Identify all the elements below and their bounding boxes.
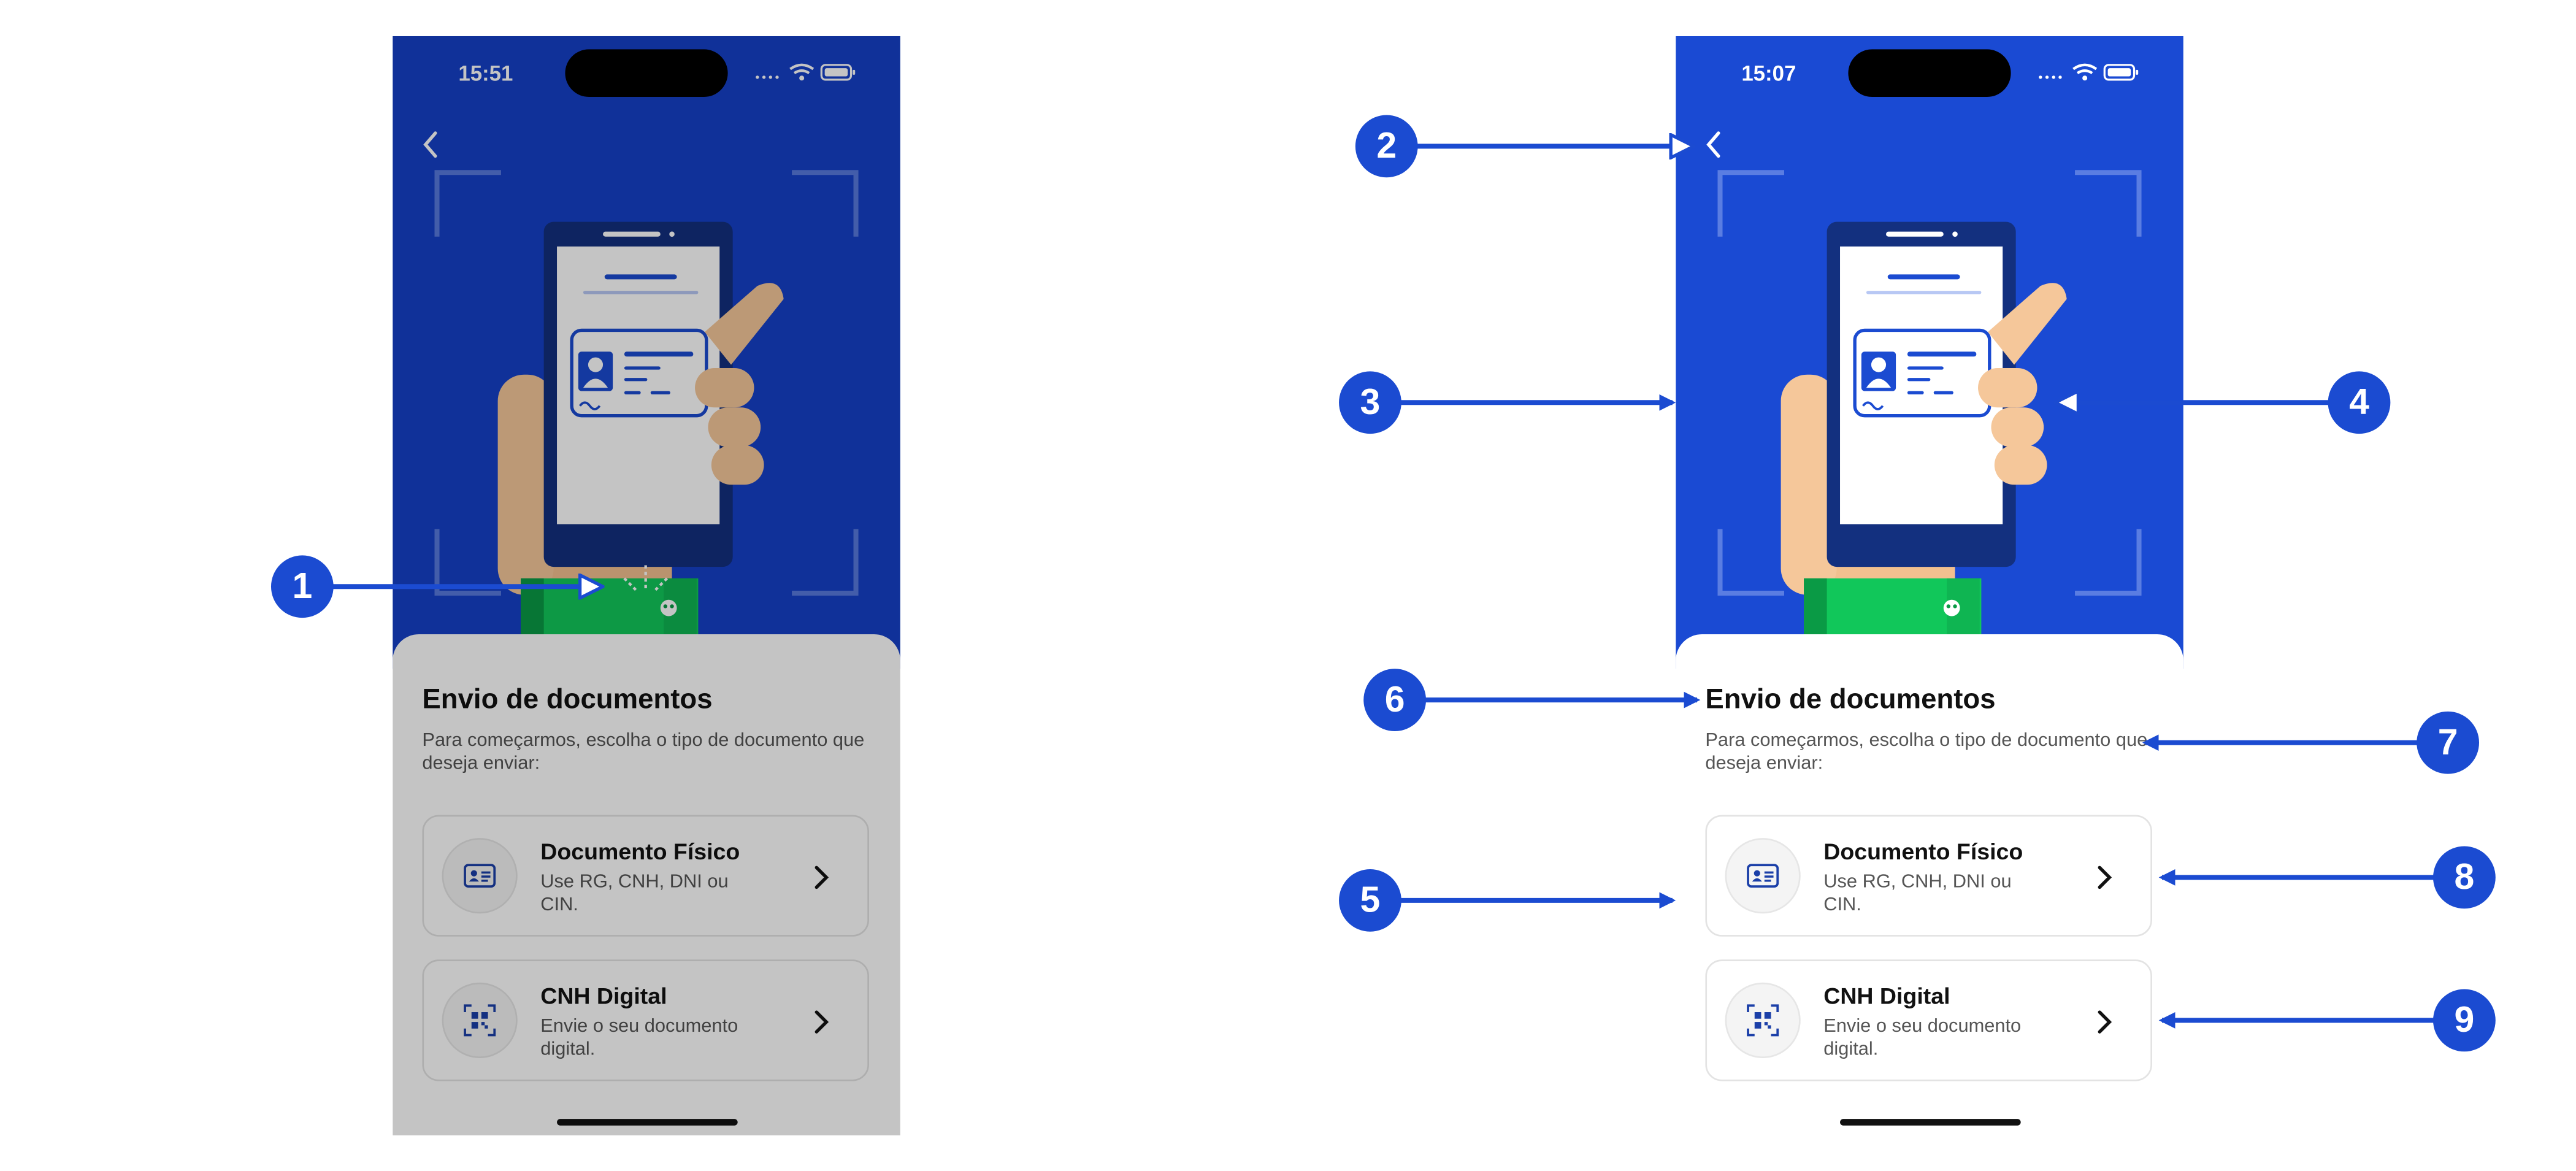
sheet-title: Envio de documentos xyxy=(1705,683,1996,715)
hand-holding-phone-illustration xyxy=(1717,170,2142,669)
id-card-icon xyxy=(442,838,518,914)
bottom-sheet: Envio de documentos Para começarmos, esc… xyxy=(393,634,900,1135)
home-indicator xyxy=(1840,1119,2021,1126)
back-chevron-icon[interactable] xyxy=(416,128,449,161)
callout-badge-9: 9 xyxy=(2433,989,2496,1052)
option-card-physical-document[interactable]: Documento Físico Use RG, CNH, DNI ou CIN… xyxy=(422,815,869,937)
sheet-subtitle: Para começarmos, escolha o tipo de docum… xyxy=(1705,731,2148,774)
bottom-sheet: Envio de documentos Para começarmos, esc… xyxy=(1676,634,2183,1135)
back-chevron-icon[interactable] xyxy=(1699,128,1732,161)
callout-badge-4: 4 xyxy=(2328,371,2391,434)
option-title: CNH Digital xyxy=(540,982,667,1009)
chevron-right-icon xyxy=(2098,866,2112,889)
option-description: Use RG, CNH, DNI ou CIN. xyxy=(540,872,729,915)
callout-badge-2: 2 xyxy=(1355,115,1418,178)
status-time: 15:07 xyxy=(1741,61,1796,86)
option-description: Envie o seu documento digital. xyxy=(1823,1017,2022,1060)
status-icons xyxy=(2039,63,2139,81)
option-title: Documento Físico xyxy=(540,838,740,864)
status-icons xyxy=(756,63,856,81)
callout-badge-8: 8 xyxy=(2433,846,2496,909)
callout-badge-5: 5 xyxy=(1339,869,1401,932)
option-title: Documento Físico xyxy=(1823,838,2023,864)
option-description: Use RG, CNH, DNI ou CIN. xyxy=(1823,872,2012,915)
option-card-digital-license[interactable]: CNH Digital Envie o seu documento digita… xyxy=(1705,959,2152,1081)
callout-badge-6: 6 xyxy=(1363,669,1427,731)
sheet-title: Envio de documentos xyxy=(422,683,713,715)
status-time: 15:51 xyxy=(458,61,513,86)
option-card-digital-license[interactable]: CNH Digital Envie o seu documento digita… xyxy=(422,959,869,1081)
phone-screen: 15:07 Envio de documentos Para começarmo… xyxy=(1676,36,2183,1135)
qr-code-icon xyxy=(442,982,518,1059)
chevron-right-icon xyxy=(815,866,829,889)
qr-code-icon xyxy=(1725,982,1801,1059)
dynamic-island xyxy=(1848,49,2011,98)
option-card-physical-document[interactable]: Documento Físico Use RG, CNH, DNI ou CIN… xyxy=(1705,815,2152,937)
hero-banner: 15:51 xyxy=(393,36,900,669)
option-title: CNH Digital xyxy=(1823,982,1950,1009)
id-card-icon xyxy=(1725,838,1801,914)
home-indicator xyxy=(557,1119,738,1126)
dynamic-island xyxy=(565,49,728,98)
option-description: Envie o seu documento digital. xyxy=(540,1017,738,1060)
callout-badge-7: 7 xyxy=(2417,711,2480,774)
callout-badge-3: 3 xyxy=(1339,371,1401,434)
chevron-right-icon xyxy=(2098,1010,2112,1034)
callout-badge-1: 1 xyxy=(270,555,334,618)
chevron-right-icon xyxy=(815,1010,829,1034)
hero-banner: 15:07 xyxy=(1676,36,2183,669)
sheet-subtitle: Para começarmos, escolha o tipo de docum… xyxy=(422,731,865,774)
